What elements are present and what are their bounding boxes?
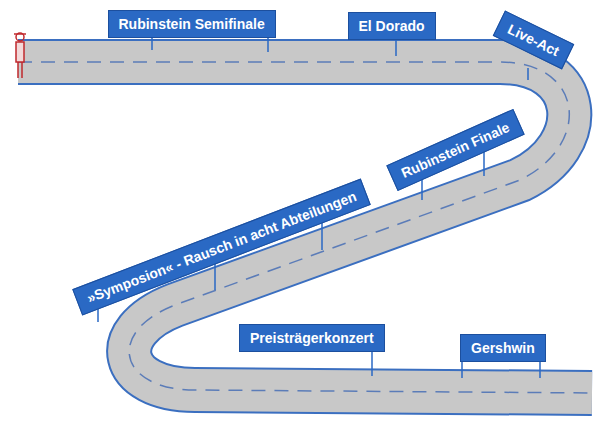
- sign-board: Preisträgerkonzert: [239, 324, 385, 352]
- sign-board: Gershwin: [460, 334, 546, 362]
- sign-board: El Dorado: [348, 12, 436, 40]
- sign-board: Rubinstein Semifinale: [108, 10, 276, 38]
- road: [18, 62, 592, 393]
- sign-label: El Dorado: [359, 17, 425, 35]
- road-edge: [18, 62, 592, 393]
- road-centerline: [18, 62, 592, 393]
- sign-post: [321, 222, 323, 250]
- sign-post: [483, 152, 485, 176]
- sign-post: [267, 36, 269, 52]
- walker-figure: [14, 33, 26, 78]
- figure-hat: [14, 33, 26, 35]
- figure-legs: [18, 62, 22, 78]
- sign-post: [214, 262, 216, 290]
- sign-label: Rubinstein Semifinale: [119, 15, 265, 33]
- sign-post: [461, 360, 463, 378]
- sign-post: [527, 68, 529, 80]
- sign-post: [151, 36, 153, 50]
- sign-label: Gershwin: [471, 339, 535, 357]
- sign-post: [421, 178, 423, 200]
- sign-post: [371, 350, 373, 376]
- figure-body: [16, 42, 24, 62]
- road-surface: [18, 62, 592, 393]
- sign-label: Preisträgerkonzert: [250, 329, 374, 347]
- sign-post: [539, 360, 541, 378]
- sign-post: [395, 40, 397, 56]
